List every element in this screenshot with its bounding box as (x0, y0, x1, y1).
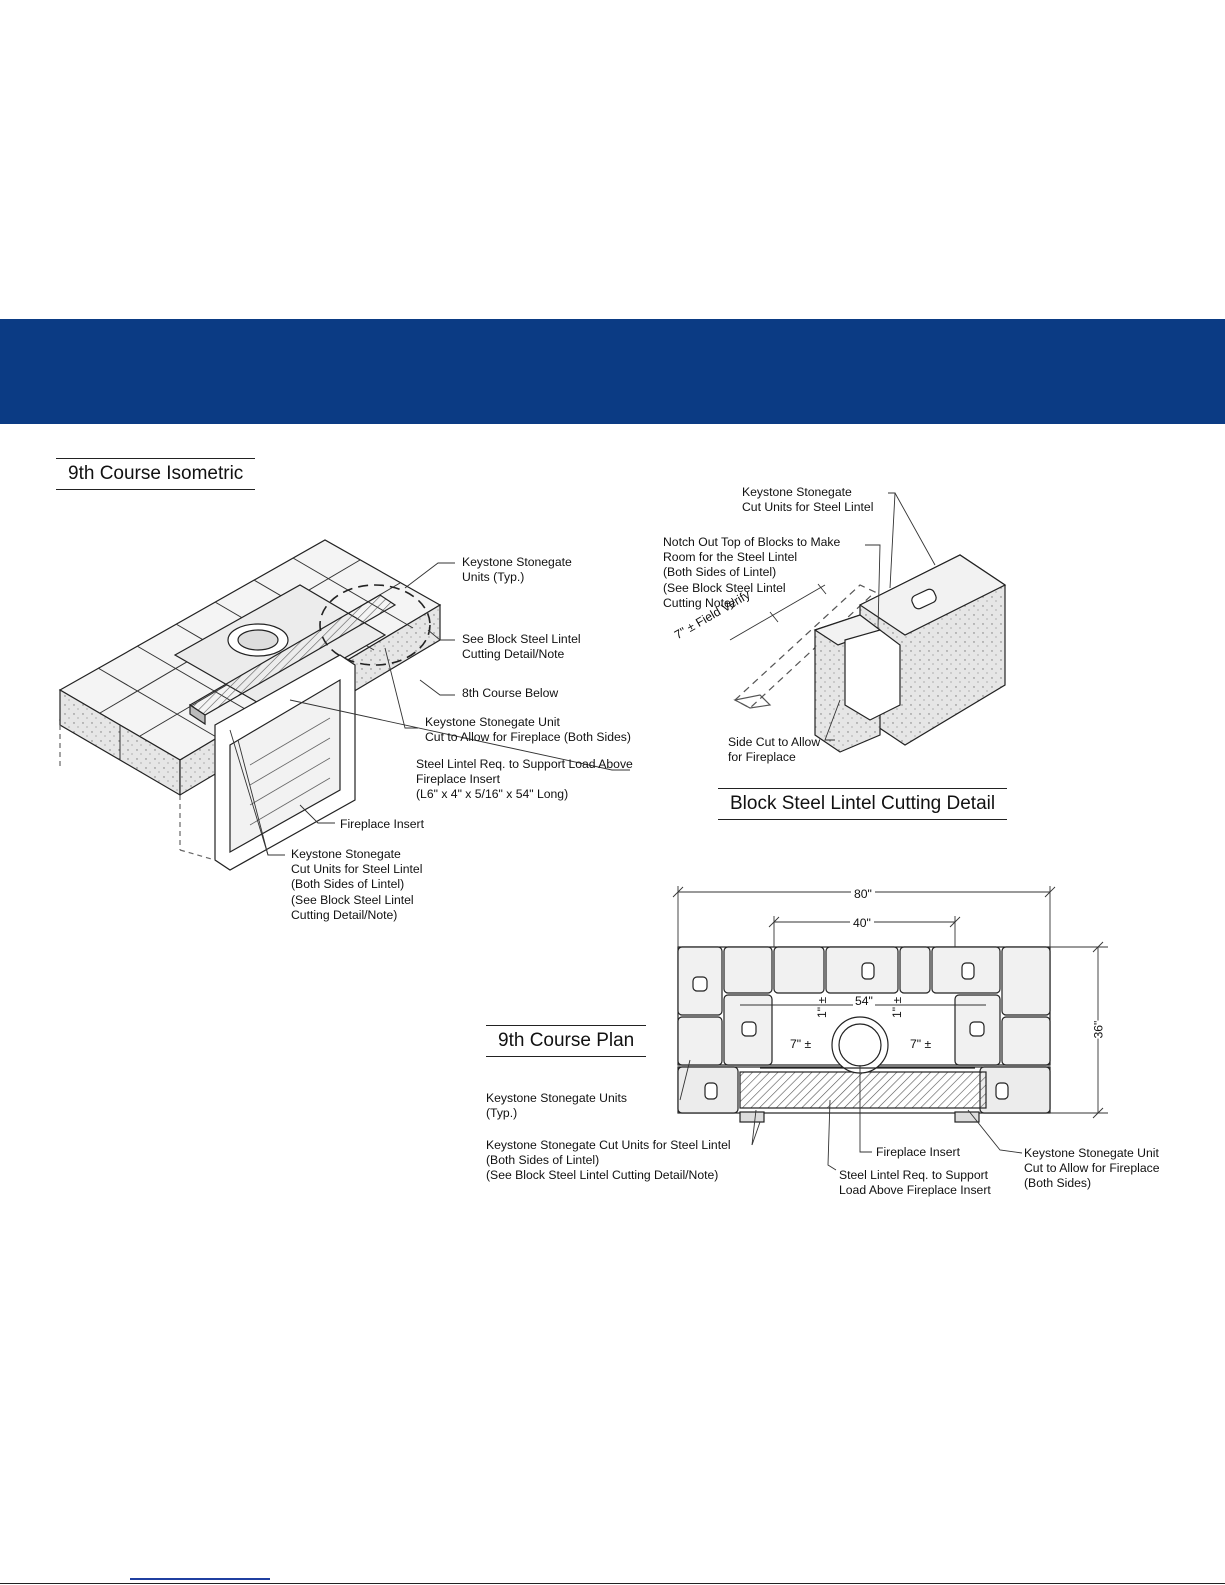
footer-rule (0, 1583, 1225, 1584)
detail-note-notch: Notch Out Top of Blocks to Make Room for… (663, 535, 841, 610)
plan-note-fireplace-insert: Fireplace Insert (876, 1145, 960, 1159)
lintel-cutting-detail (729, 492, 1007, 753)
isometric-view (58, 539, 630, 871)
plan-note-lintel-req: Steel Lintel Req. to Support Load Above … (839, 1168, 991, 1198)
iso-note-eighth-course: 8th Course Below (462, 686, 559, 700)
header-band (0, 319, 1225, 424)
plan-title: 9th Course Plan (486, 1025, 647, 1057)
dim-depth: 36" (1091, 1020, 1107, 1039)
iso-note-fireplace-insert: Fireplace Insert (340, 817, 424, 831)
dim-top-left: 1" ± (815, 996, 829, 1018)
dim-top-right: 1" ± (890, 996, 904, 1018)
isometric-title: 9th Course Isometric (56, 458, 256, 490)
plan-note-unit-cut: Keystone Stonegate Unit Cut to Allow for… (1024, 1146, 1160, 1191)
detail-note-side-cut: Side Cut to Allow for Fireplace (728, 735, 821, 765)
dim-overall-width: 80" (851, 887, 875, 903)
iso-note-see-detail: See Block Steel Lintel Cutting Detail/No… (462, 632, 581, 662)
detail-note-cut-units: Keystone Stonegate Cut Units for Steel L… (742, 485, 874, 515)
dim-side-right: 7" ± (910, 1037, 932, 1051)
detail-title: Block Steel Lintel Cutting Detail (718, 788, 1008, 820)
dim-side-left: 7" ± (790, 1037, 812, 1051)
iso-note-units-typ: Keystone Stonegate Units (Typ.) (462, 555, 572, 585)
course-plan-view (672, 886, 1108, 1171)
plan-note-units-typ: Keystone Stonegate Units (Typ.) (486, 1091, 627, 1121)
iso-note-lintel-req: Steel Lintel Req. to Support Load Above … (416, 757, 633, 802)
iso-note-cut-units: Keystone Stonegate Cut Units for Steel L… (291, 847, 423, 922)
plan-note-cut-units: Keystone Stonegate Cut Units for Steel L… (486, 1138, 731, 1183)
iso-note-unit-cut: Keystone Stonegate Unit Cut to Allow for… (425, 715, 631, 745)
dim-lintel-length: 54" (853, 994, 875, 1010)
dim-inner-width: 40" (850, 916, 874, 932)
footer-link-bar (130, 1578, 270, 1580)
